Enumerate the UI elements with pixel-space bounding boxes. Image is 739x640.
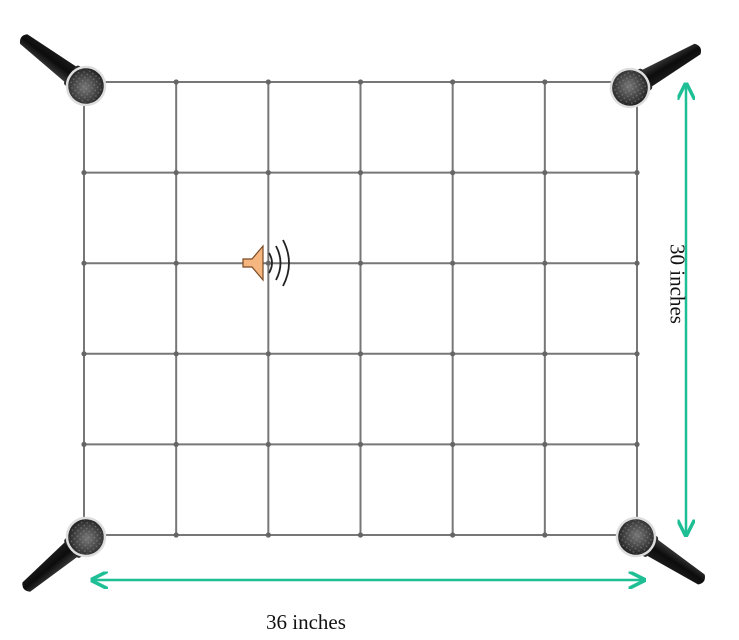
grid-node [265, 351, 271, 357]
grid-node [450, 260, 456, 266]
microphone-top-right-icon [602, 29, 711, 116]
grid-node [450, 79, 456, 85]
grid-node [634, 170, 640, 176]
grid-node [81, 260, 87, 266]
grid-node [357, 79, 364, 85]
grid [81, 79, 640, 538]
grid-node [634, 441, 640, 447]
grid-node [634, 351, 640, 357]
grid-node [542, 532, 548, 538]
grid-node [357, 441, 364, 447]
speaker-icon [242, 239, 290, 287]
microphone-bottom-right-icon [608, 509, 716, 599]
width-label: 36 inches [266, 610, 346, 634]
grid-node [173, 170, 179, 176]
grid-node [173, 260, 179, 266]
grid-node [173, 79, 179, 85]
grid-node [173, 351, 179, 357]
grid-node [542, 170, 548, 176]
grid-node [81, 170, 87, 176]
grid-node [265, 170, 271, 176]
grid-node [173, 441, 179, 447]
grid-node [265, 260, 271, 266]
grid-node [450, 351, 456, 357]
grid-node [265, 532, 271, 538]
grid-node [357, 260, 364, 266]
grid-node [450, 170, 456, 176]
grid-node [357, 351, 364, 357]
grid-node [265, 441, 271, 447]
grid-node [542, 260, 548, 266]
height-label: 30 inches [665, 244, 690, 324]
grid-node [173, 532, 179, 538]
grid-node [81, 441, 87, 447]
microphone-bottom-left-icon [10, 508, 115, 605]
grid-node [450, 532, 456, 538]
grid-node [542, 441, 548, 447]
grid-node [265, 79, 271, 85]
grid-node [542, 79, 548, 85]
grid-node [81, 351, 87, 357]
grid-node [357, 170, 364, 176]
grid-node [634, 260, 640, 266]
grid-node [450, 441, 456, 447]
grid-node [542, 351, 548, 357]
microphone-top-left-icon [8, 20, 114, 114]
grid-node [357, 532, 364, 538]
